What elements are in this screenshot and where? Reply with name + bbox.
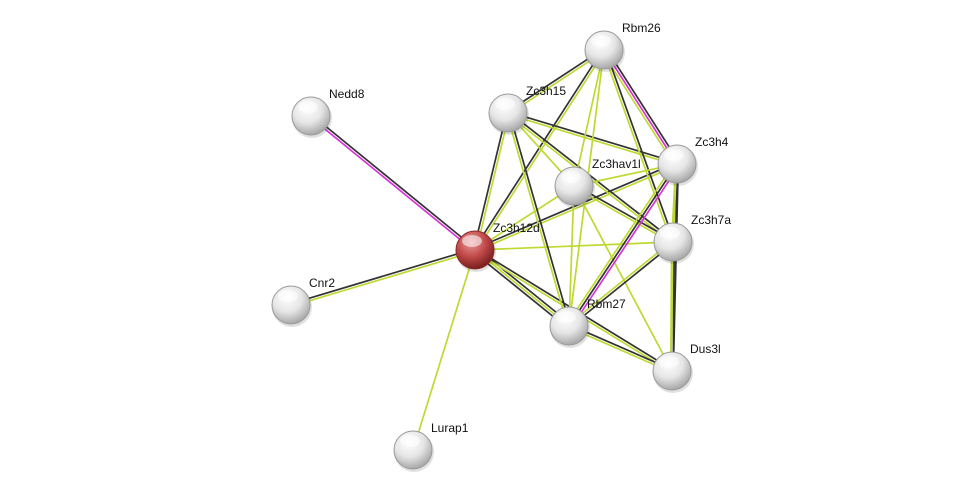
edge-line-black xyxy=(311,114,477,250)
edge-zc3h15-rbm27[interactable] xyxy=(505,112,572,327)
edge-line-yellowgreen xyxy=(475,50,606,252)
edge-line-yellowgreen xyxy=(412,249,476,451)
edge-zc3h12d-zc3h7a[interactable] xyxy=(474,241,674,251)
node-highlight xyxy=(660,227,680,239)
edge-line-magenta xyxy=(570,164,680,328)
edge-zc3hav1l-dus3l[interactable] xyxy=(573,185,673,372)
edge-line-yellowgreen xyxy=(568,185,575,327)
edge-line-yellowgreen xyxy=(474,185,575,251)
edge-line-black xyxy=(474,162,677,250)
node-dus3l[interactable]: Dus3l xyxy=(652,342,721,393)
node-label: Rbm27 xyxy=(587,297,626,311)
edge-cnr2-zc3h12d[interactable] xyxy=(290,247,476,308)
edge-line-black xyxy=(604,49,676,242)
node-highlight xyxy=(664,149,684,161)
node-zc3h7a[interactable]: Zc3h7a xyxy=(653,213,731,264)
node-label: Dus3l xyxy=(690,342,721,356)
node-label: Cnr2 xyxy=(309,276,335,290)
node-zc3h12d[interactable]: Zc3h12d xyxy=(455,221,540,272)
edge-lurap1-zc3h12d[interactable] xyxy=(412,249,476,451)
node-highlight xyxy=(278,290,298,302)
edge-line-yellowgreen xyxy=(601,50,676,166)
node-label: Zc3h15 xyxy=(526,84,566,98)
node-highlight xyxy=(556,311,576,323)
edge-rbm26-zc3hav1l[interactable] xyxy=(573,49,605,187)
edge-line-yellowgreen xyxy=(573,49,605,187)
edge-line-black xyxy=(568,163,678,327)
edge-line-black xyxy=(672,242,676,372)
node-rbm27[interactable]: Rbm27 xyxy=(549,297,626,348)
edge-line-black xyxy=(290,247,475,305)
edge-line-yellowgreen xyxy=(669,241,673,371)
node-highlight xyxy=(659,356,679,368)
node-zc3hav1l[interactable]: Zc3hav1l xyxy=(554,157,641,208)
edge-zc3hav1l-rbm27[interactable] xyxy=(568,185,575,327)
edge-line-black xyxy=(508,112,572,326)
edge-line-magenta xyxy=(603,49,678,165)
edge-zc3h4-rbm27[interactable] xyxy=(566,162,680,328)
node-rbm26[interactable]: Rbm26 xyxy=(584,21,661,72)
edge-rbm26-zc3h4[interactable] xyxy=(601,48,680,166)
edge-line-yellowgreen xyxy=(573,185,673,372)
node-highlight xyxy=(298,101,318,113)
edge-nedd8-zc3h12d[interactable] xyxy=(309,114,477,252)
node-nedd8[interactable]: Nedd8 xyxy=(291,87,365,138)
edge-line-yellowgreen xyxy=(475,113,511,251)
edge-line-black xyxy=(472,251,568,329)
edge-line-black xyxy=(605,48,680,164)
edge-zc3h12d-zc3h15[interactable] xyxy=(472,112,511,251)
node-label: Zc3h4 xyxy=(695,135,729,149)
node-highlight xyxy=(561,171,581,183)
node-cnr2[interactable]: Cnr2 xyxy=(271,276,335,327)
edge-line-black xyxy=(569,242,675,328)
node-label: Rbm26 xyxy=(622,21,661,35)
edge-line-yellowgreen xyxy=(475,164,678,252)
node-highlight xyxy=(495,98,515,110)
edge-line-yellowgreen xyxy=(567,240,673,326)
node-zc3h15[interactable]: Zc3h15 xyxy=(488,84,566,135)
edge-line-yellowgreen xyxy=(601,50,673,243)
edge-zc3h12d-rbm27[interactable] xyxy=(472,247,572,329)
edge-line-magenta xyxy=(309,116,475,252)
edge-line-yellowgreen xyxy=(291,250,476,308)
edge-line-yellowgreen xyxy=(474,241,674,251)
node-zc3h4[interactable]: Zc3h4 xyxy=(657,135,729,186)
edge-zc3h7a-rbm27[interactable] xyxy=(567,240,675,328)
edge-zc3h12d-zc3h4[interactable] xyxy=(474,162,678,252)
edge-rbm26-zc3h7a[interactable] xyxy=(601,49,676,243)
edge-zc3h12d-rbm26[interactable] xyxy=(473,48,606,252)
node-label: Nedd8 xyxy=(329,87,365,101)
edge-line-yellowgreen xyxy=(474,249,570,327)
node-lurap1[interactable]: Lurap1 xyxy=(393,421,469,472)
edge-line-black xyxy=(508,111,675,242)
edge-zc3h12d-zc3hav1l[interactable] xyxy=(474,185,575,251)
edge-line-black xyxy=(473,48,604,250)
node-highlight xyxy=(591,35,611,47)
node-label: Lurap1 xyxy=(431,421,469,435)
node-label: Zc3h7a xyxy=(691,213,731,227)
edge-line-yellowgreen xyxy=(566,162,676,326)
edge-line-black xyxy=(472,112,508,250)
node-highlight xyxy=(400,435,420,447)
edge-zc3h7a-dus3l[interactable] xyxy=(669,241,676,372)
edge-line-yellowgreen xyxy=(505,113,569,327)
node-label: Zc3hav1l xyxy=(592,157,641,171)
node-label: Zc3h12d xyxy=(493,221,540,235)
node-highlight xyxy=(462,235,482,247)
edge-line-black xyxy=(476,247,572,325)
